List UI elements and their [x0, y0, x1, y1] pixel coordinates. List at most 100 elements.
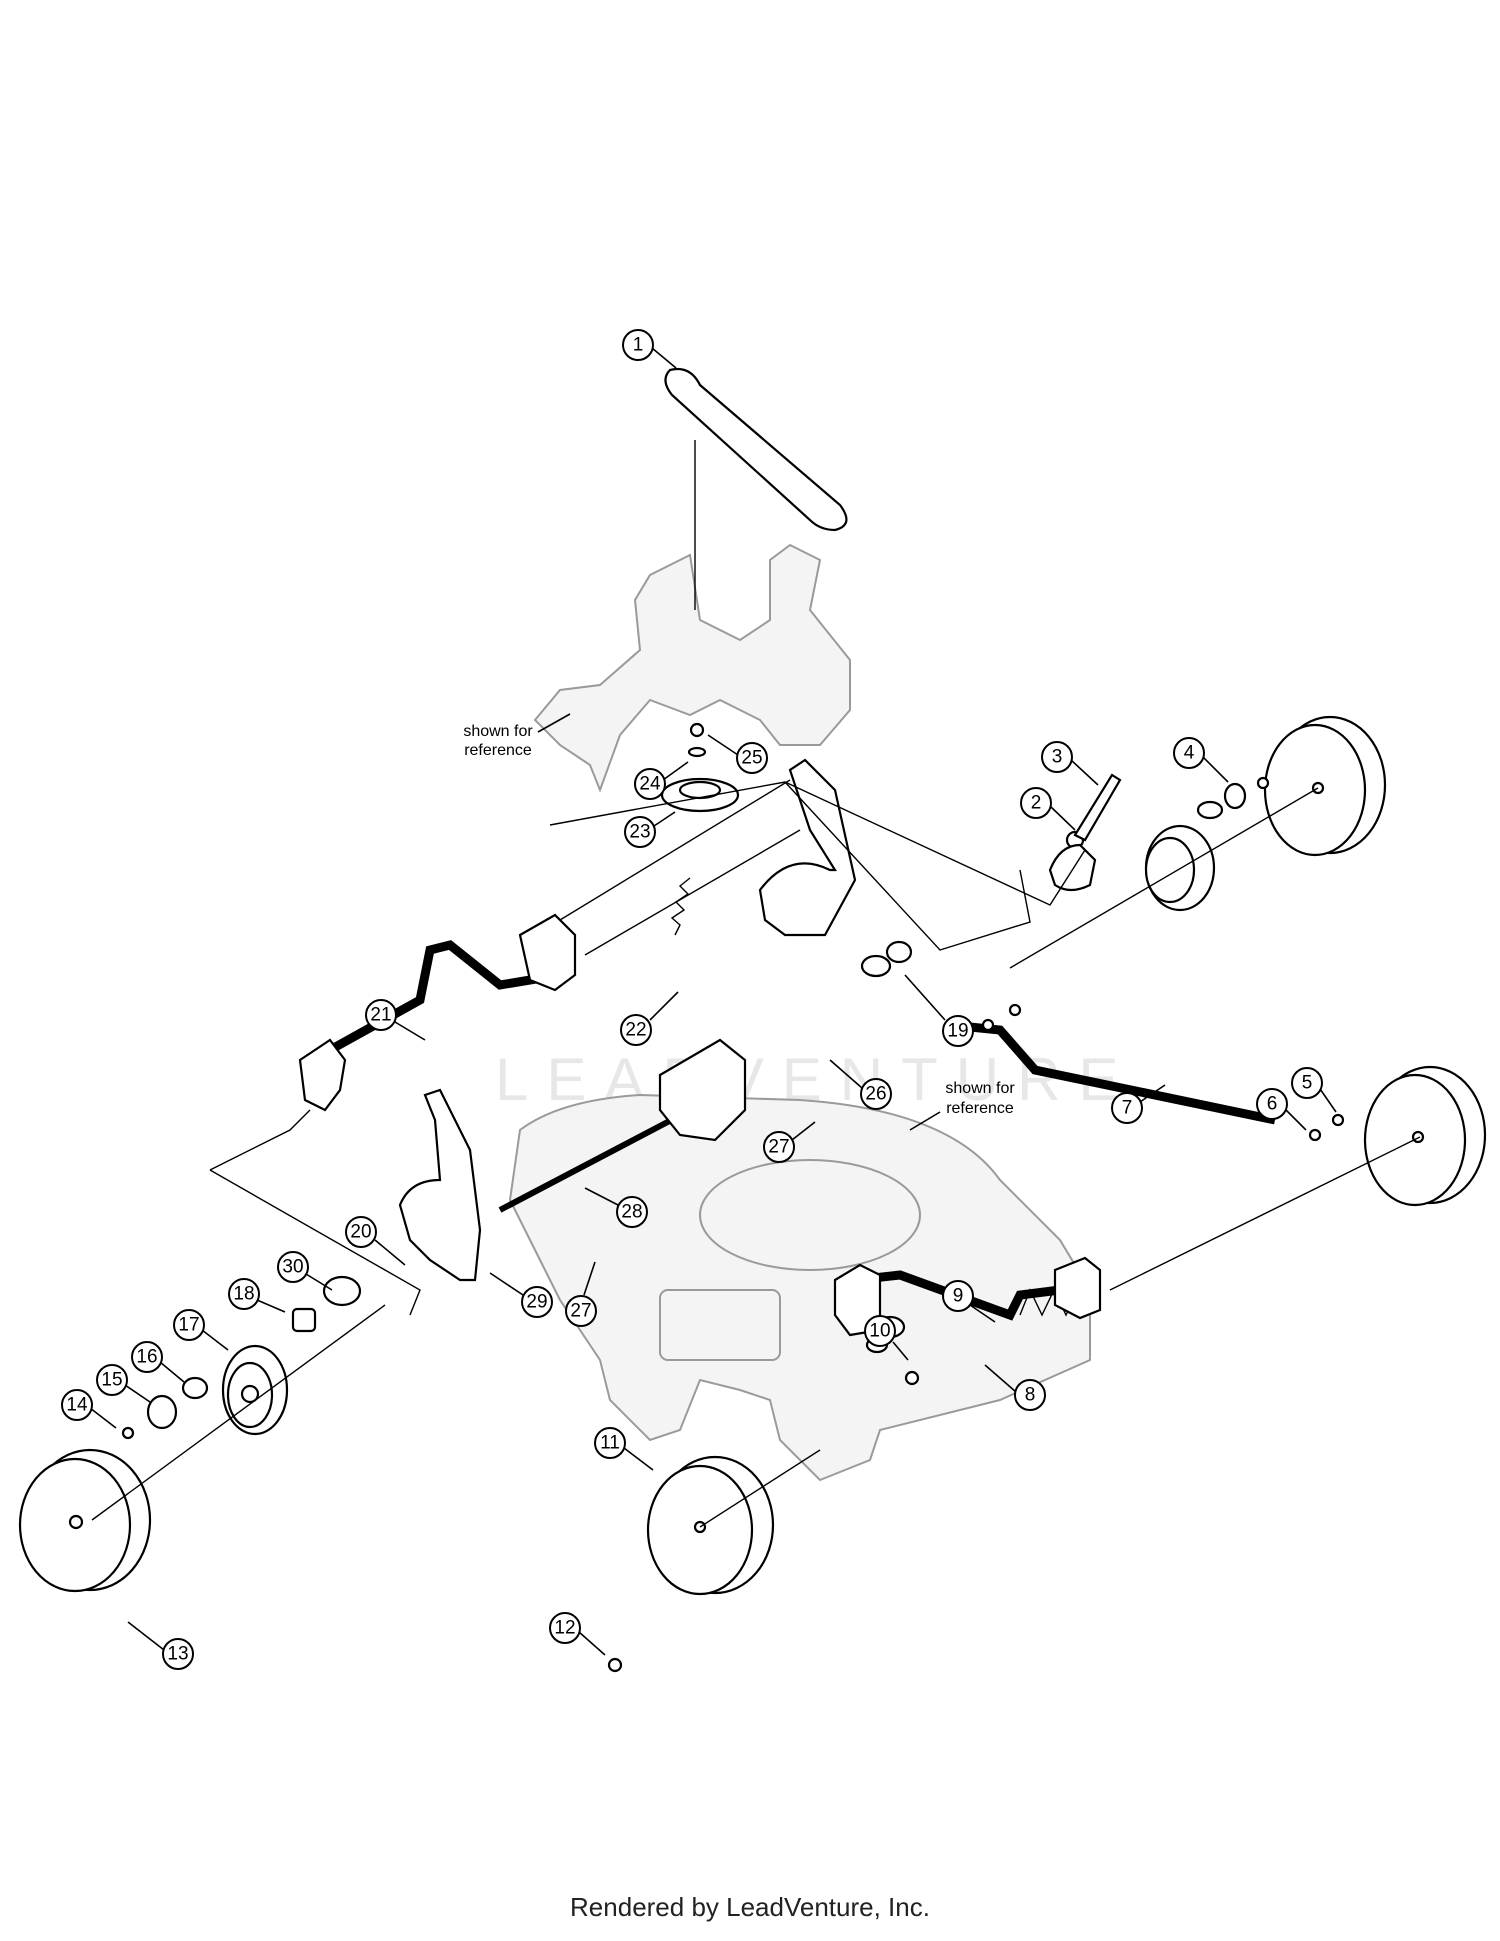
axle-line-front	[699, 1449, 821, 1528]
callout-30: 30	[277, 1251, 333, 1291]
svg-text:15: 15	[101, 1370, 122, 1391]
callout-27-lower: 27	[565, 1261, 597, 1327]
svg-text:8: 8	[1025, 1385, 1036, 1406]
wheel-rear-left-hub	[221, 1344, 289, 1436]
svg-text:17: 17	[178, 1315, 199, 1336]
callout-27-upper: 27	[763, 1121, 816, 1163]
svg-text:20: 20	[350, 1222, 371, 1243]
height-adjuster-plate-left	[398, 1088, 482, 1282]
callout-11: 11	[594, 1427, 654, 1471]
callout-18: 18	[228, 1278, 286, 1313]
axle-line-left	[91, 1304, 386, 1521]
svg-text:12: 12	[554, 1618, 575, 1639]
svg-text:14: 14	[66, 1395, 88, 1416]
top-reference-note-line1: shown for	[463, 723, 533, 740]
svg-text:16: 16	[136, 1347, 157, 1368]
callout-1: 1	[622, 329, 677, 369]
callout-29: 29	[489, 1272, 553, 1318]
rear-drive-rod	[949, 1020, 1276, 1125]
wheel-front-right	[1363, 1065, 1487, 1207]
axle-line-rear	[1009, 787, 1319, 969]
callout-6: 6	[1256, 1088, 1307, 1131]
svg-text:25: 25	[741, 748, 762, 769]
svg-text:27: 27	[768, 1137, 789, 1158]
callout-16: 16	[131, 1341, 185, 1383]
callout-13: 13	[127, 1621, 194, 1670]
svg-text:28: 28	[621, 1202, 642, 1223]
assembly-outline-left	[209, 1109, 311, 1171]
rear-bracket-upper	[518, 913, 577, 992]
footer-credit: Rendered by LeadVenture, Inc.	[570, 1892, 930, 1922]
callout-12: 12	[549, 1612, 606, 1656]
assembly-outline-mid	[784, 781, 1031, 951]
callout-24: 24	[634, 761, 689, 800]
axle-line-right	[1109, 1136, 1421, 1291]
callout-23: 23	[624, 811, 676, 848]
deck-rear-panel	[659, 1289, 781, 1361]
drive-rod-left	[327, 940, 561, 1054]
bracket-right-rear	[1053, 1256, 1102, 1320]
assembly-outline-top	[549, 781, 1086, 906]
svg-text:22: 22	[625, 1020, 646, 1041]
callout-7: 7	[1111, 1084, 1166, 1124]
svg-text:30: 30	[282, 1257, 303, 1278]
svg-text:10: 10	[869, 1321, 890, 1342]
transmission	[658, 1038, 747, 1142]
height-adjuster-plate-right	[758, 758, 857, 937]
callout-15: 15	[96, 1364, 151, 1403]
svg-text:9: 9	[953, 1286, 964, 1307]
deck-reference-note-line1: shown for	[945, 1080, 1015, 1097]
svg-text:29: 29	[526, 1292, 547, 1313]
callout-5: 5	[1291, 1067, 1337, 1113]
svg-text:23: 23	[629, 822, 650, 843]
wheel-rear-right	[1263, 715, 1387, 857]
belt-cover-reference	[533, 543, 851, 793]
svg-text:18: 18	[233, 1284, 254, 1305]
washer	[687, 746, 707, 758]
callout-25: 25	[707, 734, 768, 774]
svg-text:4: 4	[1184, 743, 1195, 764]
assembly-outline-left-b	[209, 1169, 421, 1316]
shift-cam	[1048, 843, 1097, 892]
hex-nut	[689, 722, 705, 738]
svg-text:27: 27	[570, 1301, 591, 1322]
svg-text:1: 1	[633, 335, 644, 356]
drive-belt	[664, 367, 848, 532]
wheel-rear-left	[18, 1448, 152, 1593]
deck-reference-leader	[909, 1111, 941, 1131]
drive-bracket-left	[298, 1038, 347, 1112]
svg-text:26: 26	[865, 1084, 886, 1105]
callout-19: 19	[904, 974, 974, 1047]
callout-26: 26	[829, 1059, 892, 1110]
extension-spring	[670, 877, 691, 936]
svg-text:19: 19	[947, 1021, 968, 1042]
drive-rod-right	[854, 1270, 1061, 1321]
shift-lever	[1073, 773, 1122, 842]
callout-4: 4	[1173, 737, 1229, 783]
callout-22: 22	[620, 991, 679, 1046]
callout-3: 3	[1041, 741, 1099, 786]
callout-8: 8	[984, 1364, 1046, 1411]
callout-2: 2	[1020, 787, 1076, 831]
callout-20: 20	[345, 1216, 406, 1266]
callout-10: 10	[864, 1315, 909, 1361]
mower-deck-reference	[508, 1093, 1091, 1482]
axle-rod	[498, 1102, 702, 1213]
svg-text:7: 7	[1122, 1098, 1133, 1119]
wheel-front-left	[646, 1455, 775, 1596]
svg-text:21: 21	[370, 1005, 391, 1026]
svg-text:3: 3	[1052, 747, 1063, 768]
callout-14: 14	[61, 1389, 117, 1429]
top-reference-leader	[537, 713, 571, 733]
svg-text:24: 24	[639, 774, 661, 795]
callout-28: 28	[584, 1187, 648, 1228]
svg-text:13: 13	[167, 1644, 188, 1665]
svg-text:11: 11	[600, 1433, 620, 1454]
assembly-line-upper-b	[584, 829, 801, 956]
top-reference-note-line2: reference	[464, 742, 532, 759]
svg-text:6: 6	[1267, 1094, 1278, 1115]
deck-reference-note-line2: reference	[946, 1100, 1014, 1117]
callout-21: 21	[365, 999, 426, 1041]
callout-17: 17	[173, 1309, 229, 1351]
